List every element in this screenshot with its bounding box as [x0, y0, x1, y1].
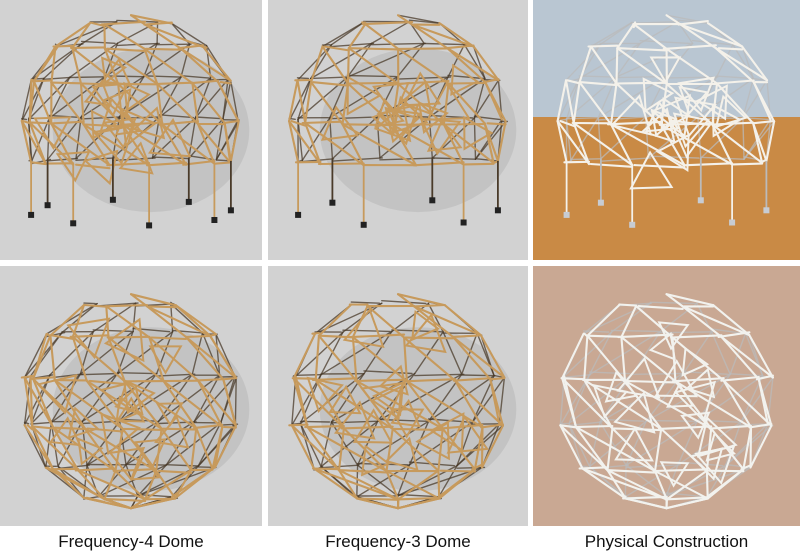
render-sphere-drawing [268, 266, 528, 526]
strut-group [559, 293, 775, 510]
render-sphere-drawing [0, 266, 262, 526]
strut-group [20, 293, 239, 510]
caption-frequency-4: Frequency-4 Dome [58, 532, 204, 551]
frequency-4-sphere-render [0, 266, 262, 526]
physical-dome-photo [533, 0, 800, 260]
strut-group [288, 14, 509, 228]
frequency-4-dome-render [0, 0, 262, 260]
strut-group [20, 14, 240, 229]
caption-frequency-3: Frequency-3 Dome [325, 532, 471, 551]
photo-sphere-drawing [533, 266, 800, 526]
render-dome-drawing [0, 0, 262, 260]
strut-group [288, 293, 506, 510]
physical-sphere-photo [533, 266, 800, 526]
frequency-3-sphere-render [268, 266, 528, 526]
strut-group [556, 14, 776, 228]
render-dome-drawing [268, 0, 528, 260]
caption-physical-construction: Physical Construction [584, 532, 749, 551]
photo-dome-drawing [533, 0, 800, 260]
frequency-3-dome-render [268, 0, 528, 260]
